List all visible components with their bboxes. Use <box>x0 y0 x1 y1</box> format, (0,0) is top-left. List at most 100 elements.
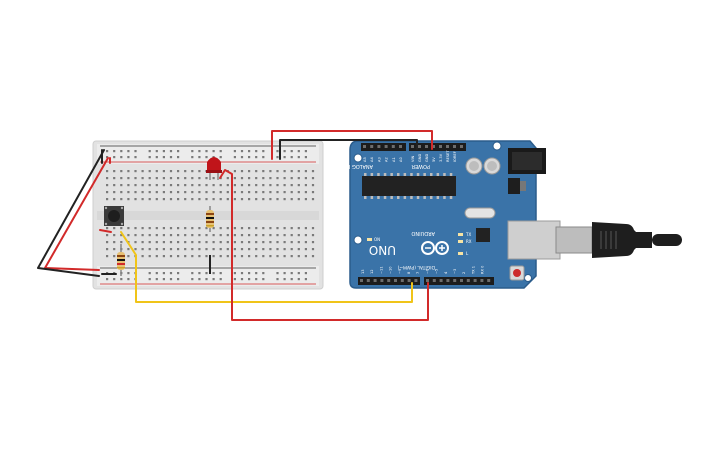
breadboard-hole <box>283 248 286 251</box>
header-pin[interactable] <box>394 279 397 282</box>
breadboard-hole <box>311 255 315 258</box>
rail-hole <box>191 272 194 275</box>
breadboard-hole <box>106 170 109 173</box>
header-pin[interactable] <box>377 145 381 148</box>
header-pin[interactable] <box>418 145 421 148</box>
breadboard-hole <box>290 198 293 201</box>
breadboard-hole <box>255 177 258 180</box>
regulator-tab <box>520 181 526 191</box>
header-pin[interactable] <box>370 145 374 148</box>
rail-hole <box>212 278 215 281</box>
reset-button-cap[interactable] <box>513 269 521 277</box>
breadboard-hole <box>134 177 137 180</box>
chip-leg <box>416 173 420 176</box>
header-pin[interactable] <box>380 279 384 282</box>
breadboard-hole <box>219 184 222 187</box>
breadboard-hole <box>184 234 187 237</box>
header-pin[interactable] <box>460 279 463 282</box>
rail-hole <box>304 278 307 281</box>
breadboard-hole <box>148 198 151 201</box>
wire-led-to-pin <box>219 169 429 321</box>
rail-hole <box>219 272 222 275</box>
breadboard-hole <box>304 227 307 230</box>
arduino-logo <box>421 241 449 255</box>
header-pin[interactable] <box>363 145 366 148</box>
push-button-cap[interactable] <box>108 210 120 222</box>
breadboard-hole <box>276 184 279 187</box>
breadboard-hole <box>283 241 286 244</box>
header-pin[interactable] <box>446 279 450 282</box>
header-pin[interactable] <box>366 279 370 282</box>
header-pin[interactable] <box>411 145 414 148</box>
header-pin[interactable] <box>466 279 470 282</box>
breadboard-hole <box>233 177 236 180</box>
uno-label: UNO <box>369 243 396 257</box>
breadboard-hole <box>290 241 293 244</box>
header-pin[interactable] <box>487 279 491 282</box>
header-pin[interactable] <box>387 279 391 282</box>
breadboard-hole <box>304 241 307 244</box>
header-pin[interactable] <box>432 145 435 148</box>
breadboard-hole <box>113 170 116 173</box>
header-pin[interactable] <box>439 145 442 148</box>
header-pin[interactable] <box>473 279 477 282</box>
header-pin[interactable] <box>407 279 411 282</box>
header-pin[interactable] <box>384 145 388 148</box>
breadboard-hole <box>127 255 130 258</box>
breadboard-hole <box>177 255 180 258</box>
header-pin[interactable] <box>414 279 418 282</box>
header-pin[interactable] <box>439 279 443 282</box>
rail-hole <box>219 278 222 281</box>
header-pin[interactable] <box>373 279 377 282</box>
breadboard-hole <box>219 234 222 237</box>
breadboard-hole <box>248 241 251 244</box>
rail-hole <box>233 150 236 153</box>
breadboard-hole <box>205 227 208 230</box>
breadboard-hole <box>127 198 130 201</box>
breadboard-hole <box>191 191 194 194</box>
header-pin[interactable] <box>425 145 428 148</box>
header-pin[interactable] <box>453 145 456 148</box>
breadboard-hole <box>155 255 158 258</box>
breadboard-hole <box>191 198 194 201</box>
usb-cable <box>507 220 682 260</box>
header-pin[interactable] <box>480 279 484 282</box>
header-pin[interactable] <box>432 279 436 282</box>
header-pin[interactable] <box>399 145 402 148</box>
breadboard-hole <box>276 248 279 251</box>
header-pin[interactable] <box>400 279 404 282</box>
breadboard-hole <box>113 255 116 258</box>
push-button[interactable] <box>104 206 124 226</box>
rail-hole <box>262 156 265 159</box>
breadboard-hole <box>205 255 208 258</box>
on-label: ON <box>374 237 380 242</box>
chip-leg <box>370 173 374 176</box>
breadboard-hole <box>311 198 315 201</box>
rail-hole <box>283 272 286 275</box>
button-resistor <box>117 244 125 276</box>
power-header <box>409 143 466 151</box>
pin-label: ~5 <box>435 269 439 274</box>
breadboard-hole <box>233 255 236 258</box>
chip-leg <box>364 196 367 199</box>
rail-hole <box>283 150 286 153</box>
header-pin[interactable] <box>453 279 457 282</box>
breadboard-hole <box>120 191 123 194</box>
breadboard-hole <box>169 255 173 258</box>
header-pin[interactable] <box>426 279 429 282</box>
pin-label: A0 <box>399 157 403 162</box>
breadboard-hole <box>297 241 300 244</box>
rail-hole <box>255 272 258 275</box>
header-pin[interactable] <box>360 279 363 282</box>
breadboard-hole <box>177 191 180 194</box>
rail-hole <box>106 156 109 159</box>
rail-hole <box>276 150 279 153</box>
rail-hole <box>162 156 165 159</box>
header-pin[interactable] <box>446 145 449 148</box>
rail-hole <box>169 278 173 281</box>
rail-hole <box>148 156 151 159</box>
header-pin[interactable] <box>391 145 395 148</box>
header-pin[interactable] <box>460 145 463 148</box>
breadboard-hole <box>248 191 251 194</box>
